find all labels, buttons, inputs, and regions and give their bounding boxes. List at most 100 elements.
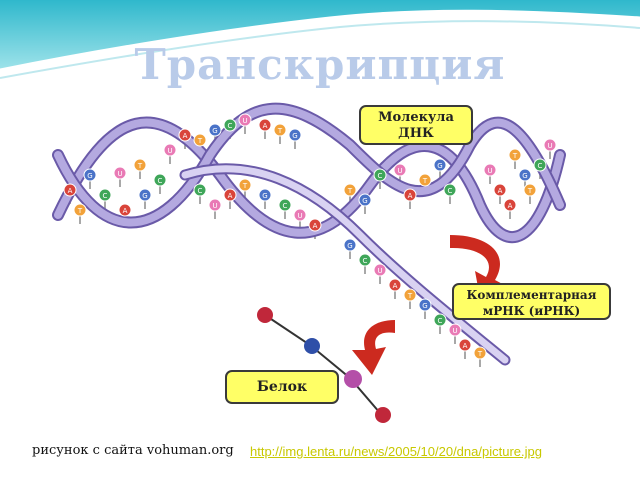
nucleotide-base: A <box>258 118 272 132</box>
nucleotide-base: T <box>473 346 487 360</box>
nucleotide-letter: U <box>377 267 382 275</box>
nucleotide-letter: C <box>158 177 163 185</box>
nucleotide-base: U <box>208 198 222 212</box>
slide-title: Транскрипция <box>134 40 506 89</box>
nucleotide-letter: G <box>347 242 352 250</box>
nucleotide-letter: T <box>77 207 83 215</box>
transcription-arrow <box>450 235 508 298</box>
nucleotide-letter: A <box>123 207 128 215</box>
nucleotide-base: A <box>458 338 472 352</box>
nucleotide-base: A <box>223 188 237 202</box>
nucleotide-base: T <box>193 133 207 147</box>
nucleotide-base: T <box>403 288 417 302</box>
nucleotide-letter: U <box>297 212 302 220</box>
nucleotide-letter: T <box>477 350 483 358</box>
nucleotide-letter: U <box>242 117 247 125</box>
nucleotide-letter: C <box>283 202 288 210</box>
nucleotide-letter: U <box>487 167 492 175</box>
nucleotide-base: T <box>133 158 147 172</box>
nucleotide-letter: C <box>363 257 368 265</box>
source-link[interactable]: http://img.lenta.ru/news/2005/10/20/dna/… <box>250 444 542 459</box>
nucleotide-base: A <box>63 183 77 197</box>
nucleotide-letter: A <box>68 187 73 195</box>
nucleotide-letter: A <box>183 132 188 140</box>
nucleotide-letter: G <box>142 192 147 200</box>
nucleotide-base: C <box>358 253 372 267</box>
nucleotide-letter: T <box>347 187 353 195</box>
nucleotide-base: G <box>138 188 152 202</box>
nucleotide-base: C <box>223 118 237 132</box>
nucleotide-base: U <box>448 323 462 337</box>
nucleotide-letter: C <box>378 172 383 180</box>
nucleotide-letter: U <box>397 167 402 175</box>
nucleotide-letter: U <box>167 147 172 155</box>
nucleotide-letter: A <box>408 192 413 200</box>
nucleotide-base: U <box>373 263 387 277</box>
mrna-label: Комплементарная мРНК (иРНК) <box>452 283 611 320</box>
nucleotide-base: T <box>273 123 287 137</box>
nucleotide-letter: A <box>463 342 468 350</box>
nucleotide-letter: T <box>197 137 203 145</box>
nucleotide-base: U <box>293 208 307 222</box>
protein-label: Белок <box>225 370 339 404</box>
nucleotide-base: C <box>533 158 547 172</box>
nucleotide-base: G <box>358 193 372 207</box>
nucleotide-letter: A <box>498 187 503 195</box>
nucleotide-letter: T <box>422 177 428 185</box>
nucleotide-letter: U <box>212 202 217 210</box>
image-caption: рисунок с сайта vohuman.org <box>32 443 234 458</box>
nucleotide-letter: T <box>407 292 413 300</box>
nucleotide-base: C <box>153 173 167 187</box>
nucleotide-base: U <box>543 138 557 152</box>
nucleotide-letter: C <box>103 192 108 200</box>
nucleotide-letter: T <box>242 182 248 190</box>
nucleotide-base: G <box>418 298 432 312</box>
nucleotide-letter: T <box>277 127 283 135</box>
nucleotide-letter: A <box>228 192 233 200</box>
nucleotide-base: G <box>208 123 222 137</box>
nucleotide-base: A <box>503 198 517 212</box>
nucleotide-base: C <box>98 188 112 202</box>
nucleotide-letter: A <box>313 222 318 230</box>
nucleotide-base: U <box>113 166 127 180</box>
nucleotide-letter: G <box>292 132 297 140</box>
nucleotide-letter: C <box>438 317 443 325</box>
nucleotide-letter: C <box>228 122 233 130</box>
nucleotide-base: A <box>178 128 192 142</box>
nucleotide-bases: ATGCUATGCUATGCUATGCUATGCUATGCUATGCUATGCU… <box>63 113 557 360</box>
nucleotide-base: U <box>163 143 177 157</box>
nucleotide-letter: G <box>362 197 367 205</box>
nucleotide-base: T <box>343 183 357 197</box>
nucleotide-letter: G <box>212 127 217 135</box>
nucleotide-base: T <box>523 183 537 197</box>
dna-label: Молекула ДНК <box>359 105 473 145</box>
nucleotide-base: C <box>443 183 457 197</box>
nucleotide-base: A <box>388 278 402 292</box>
protein-bead <box>304 338 320 354</box>
nucleotide-letter: T <box>512 152 518 160</box>
protein-bead <box>344 370 362 388</box>
nucleotide-base: A <box>118 203 132 217</box>
nucleotide-letter: T <box>137 162 143 170</box>
nucleotide-letter: A <box>393 282 398 290</box>
nucleotide-base: C <box>278 198 292 212</box>
nucleotide-base: G <box>433 158 447 172</box>
nucleotide-base: G <box>518 168 532 182</box>
nucleotide-letter: G <box>422 302 427 310</box>
nucleotide-base: U <box>393 163 407 177</box>
nucleotide-base: T <box>73 203 87 217</box>
nucleotide-base: U <box>483 163 497 177</box>
nucleotide-base: C <box>433 313 447 327</box>
nucleotide-letter: U <box>452 327 457 335</box>
nucleotide-letter: C <box>198 187 203 195</box>
nucleotide-base: G <box>83 168 97 182</box>
nucleotide-letter: G <box>522 172 527 180</box>
nucleotide-base: U <box>238 113 252 127</box>
protein-bead <box>375 407 391 423</box>
nucleotide-letter: A <box>508 202 513 210</box>
nucleotide-base: G <box>343 238 357 252</box>
nucleotide-base: T <box>508 148 522 162</box>
nucleotide-base: A <box>403 188 417 202</box>
nucleotide-base: G <box>288 128 302 142</box>
nucleotide-letter: U <box>117 170 122 178</box>
